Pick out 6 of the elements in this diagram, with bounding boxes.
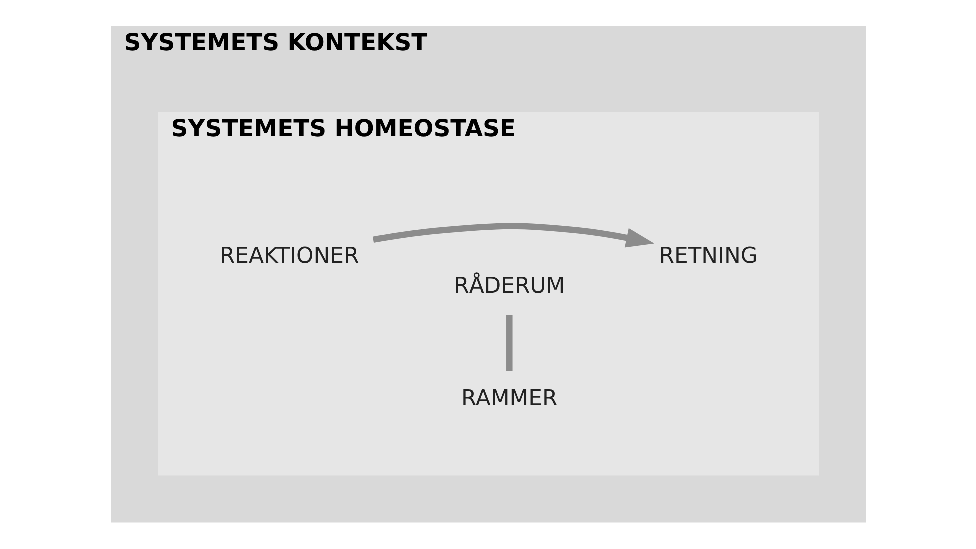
connector [506,315,512,372]
node-text: RETNING [658,244,758,270]
node-text: RAMMER [461,386,558,412]
node-text: REAKTIONER [219,244,359,270]
node-text: RÅDERUM [454,274,565,299]
arrow [372,223,654,248]
